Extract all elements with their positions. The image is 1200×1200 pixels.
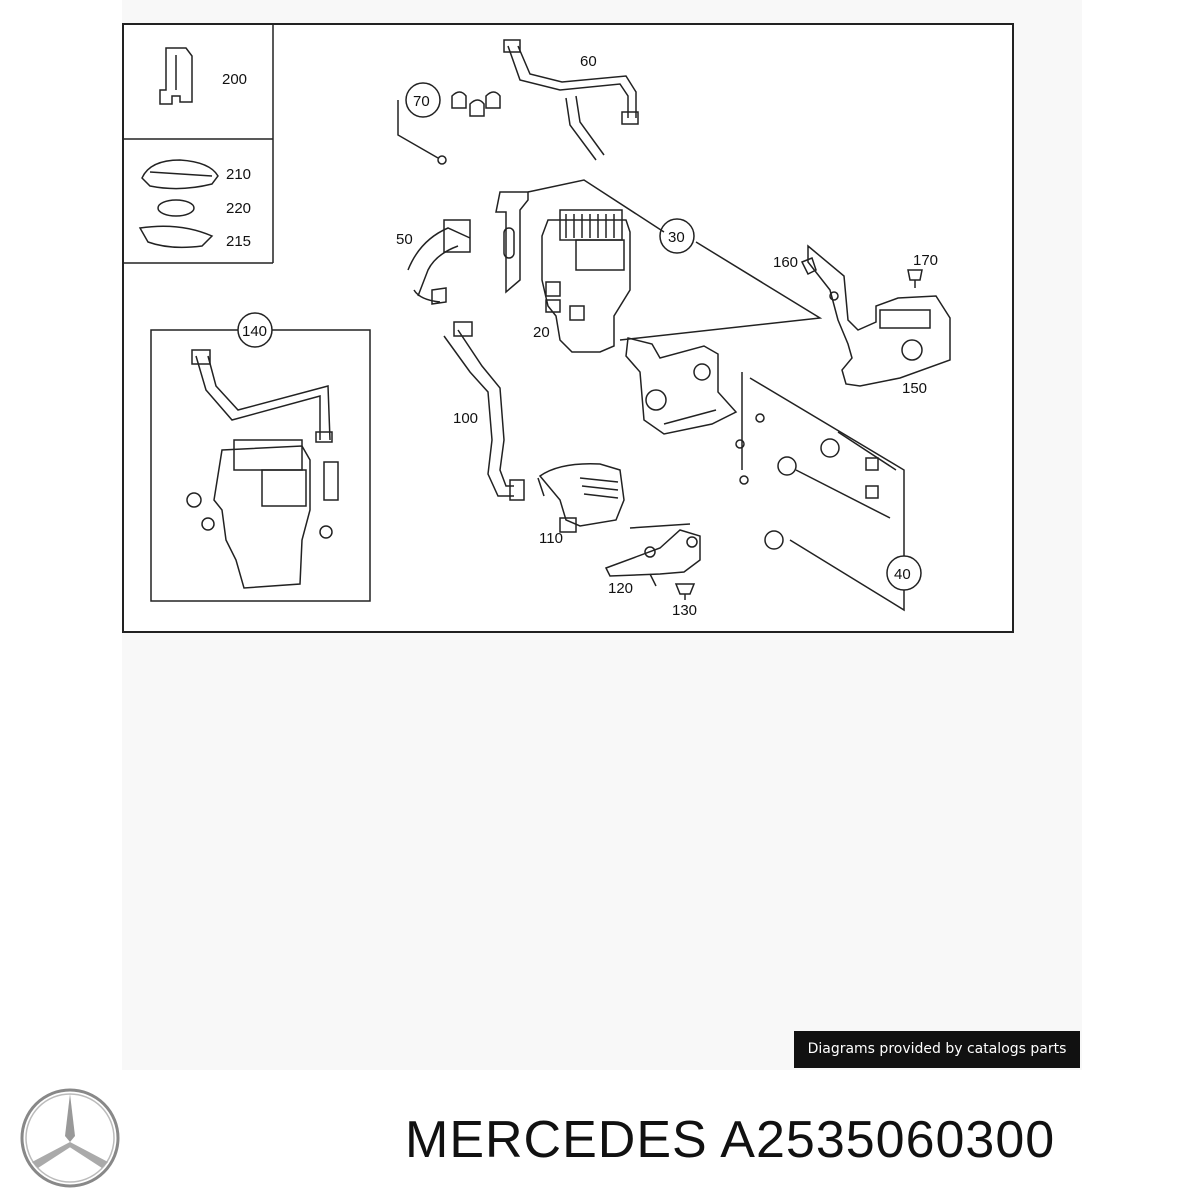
callout-circle-70 [405,82,441,118]
part-130-bolt-drawing [674,583,696,600]
part-150-bracket-drawing [807,244,951,387]
part-label-130: 130 [672,602,697,619]
callout-circle-140 [237,312,273,348]
part-100-hose-drawing [443,321,525,501]
part-label-210: 210 [226,166,251,183]
part-50-pipe-drawing [407,219,471,305]
part-110-muffler-drawing [537,463,625,533]
part-label-110: 110 [539,530,563,547]
part-label-160: 160 [773,254,798,271]
part-220-seal-drawing [157,199,195,217]
part-number: A2535060300 [720,1111,1056,1169]
part-label-60: 60 [580,53,597,70]
part-label-170: 170 [913,252,938,269]
part-160-clip-drawing [800,257,817,276]
part-200-connector-drawing [159,47,193,105]
brand-part-number-heading: MERCEDES A2535060300 [405,1110,1055,1170]
part-20-heater-unit-drawing [541,209,631,353]
part-label-140: 140 [242,323,267,340]
part-170-screw-drawing [907,269,923,288]
mounting-bracket-drawing [625,337,738,435]
part-label-150: 150 [902,380,927,397]
mercedes-star-icon [20,1088,120,1188]
brand-name: MERCEDES [405,1111,708,1169]
part-40-fasteners-drawing [735,372,905,612]
part-label-100: 100 [453,410,478,427]
part-210-cover-drawing [141,159,219,190]
part-label-30: 30 [668,229,685,246]
part-215-gasket-drawing [138,225,214,249]
part-140-heater-assembly-drawing [186,349,339,589]
leader-line-30 [619,241,823,341]
leader-line-30 [527,179,665,233]
diagram-credit-badge: Diagrams provided by catalogs parts [794,1031,1080,1068]
callout-circle-40 [886,555,922,591]
part-label-50: 50 [396,231,413,248]
part-label-215: 215 [226,233,251,250]
callout-circle-30 [659,218,695,254]
part-label-40: 40 [894,566,911,583]
part-label-70: 70 [413,93,430,110]
part-70-clips-drawing [397,91,501,165]
part-30-bracket-drawing [495,191,529,294]
part-label-20: 20 [533,324,550,341]
part-label-120: 120 [608,580,633,597]
part-label-220: 220 [226,200,251,217]
part-120-bracket-drawing [604,523,701,587]
part-60-hose-drawing [503,39,639,161]
part-label-200: 200 [222,71,247,88]
inset-box-140 [150,329,371,602]
